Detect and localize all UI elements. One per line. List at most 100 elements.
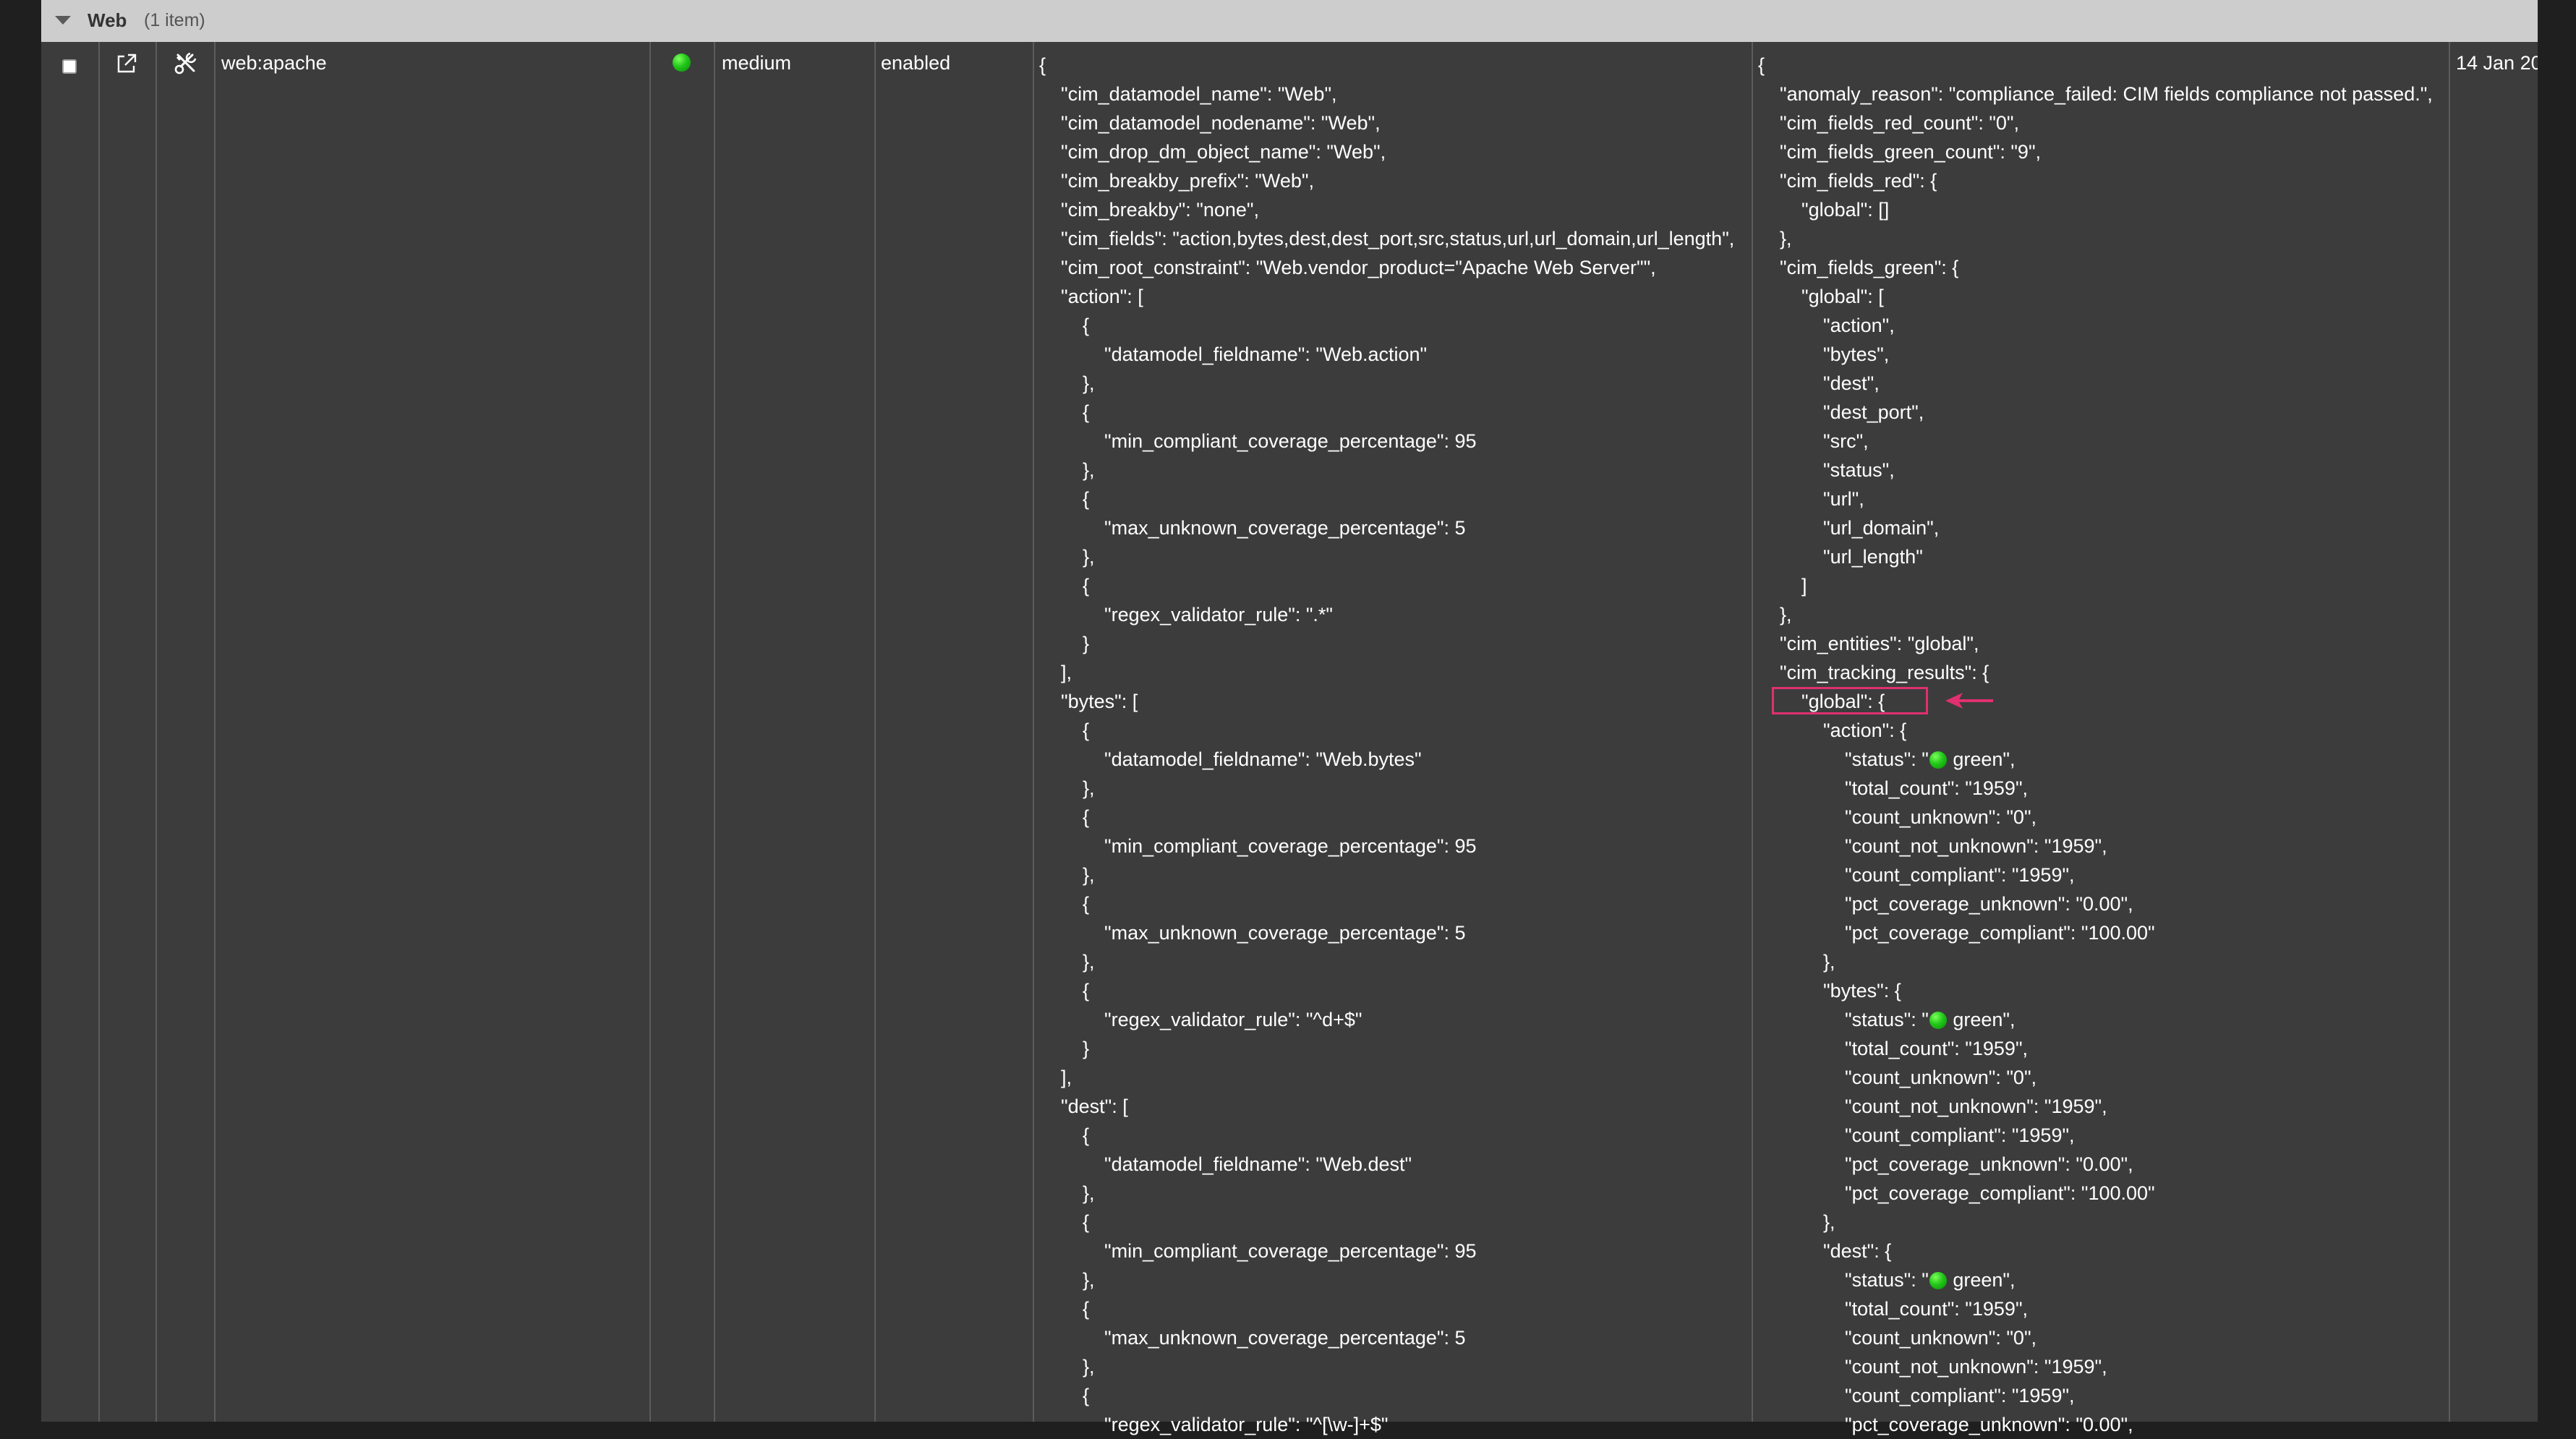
json-line: "max_unknown_coverage_percentage": 5 — [1039, 1327, 1466, 1349]
group-count: (1 item) — [144, 10, 205, 30]
json-line: ], — [1039, 662, 1072, 683]
column-divider — [1752, 42, 1753, 1422]
json-line: "action", — [1758, 315, 1895, 336]
json-line: "count_not_unknown": "1959", — [1758, 1356, 2107, 1378]
json-line: "url", — [1758, 488, 1864, 510]
column-divider — [98, 42, 100, 1422]
json-line: "bytes": [ — [1039, 691, 1138, 712]
json-line: { — [1039, 575, 1090, 597]
json-line: "cim_breakby": "none", — [1039, 199, 1259, 221]
json-line: "global": [ — [1758, 286, 1884, 307]
arrow-left-icon — [1945, 693, 1993, 709]
json-line: }, — [1039, 951, 1095, 973]
green-dot-icon — [1929, 1012, 1947, 1029]
external-link-icon[interactable] — [114, 51, 140, 77]
json-line: "datamodel_fieldname": "Web.dest" — [1039, 1153, 1412, 1175]
column-divider — [649, 42, 651, 1422]
json-line: "cim_breakby_prefix": "Web", — [1039, 170, 1314, 192]
json-line: "cim_fields_red": { — [1758, 170, 1937, 192]
json-line: "action": [ — [1039, 286, 1143, 307]
json-line: }, — [1758, 228, 1792, 249]
priority-value: medium — [722, 52, 792, 74]
row-select-checkbox[interactable] — [62, 59, 77, 74]
json-line: "count_unknown": "0", — [1758, 1067, 2037, 1088]
json-line: }, — [1039, 777, 1095, 799]
json-line: }, — [1039, 1182, 1095, 1204]
json-line: "regex_validator_rule": "^d+$" — [1039, 1009, 1362, 1030]
date-value: 14 Jan 20 — [2456, 52, 2542, 74]
json-line: { — [1039, 893, 1090, 915]
json-line: "max_unknown_coverage_percentage": 5 — [1039, 517, 1466, 539]
json-line: "cim_fields_red_count": "0", — [1758, 112, 2020, 134]
json-line: }, — [1758, 951, 1835, 973]
json-line: { — [1039, 1124, 1090, 1146]
json-line: { — [1039, 1385, 1090, 1406]
tools-icon[interactable] — [172, 51, 198, 77]
json-line: "status", — [1758, 459, 1895, 481]
json-line: "status": " green", — [1758, 748, 2016, 770]
json-line: "cim_datamodel_name": "Web", — [1039, 83, 1337, 105]
json-line: "regex_validator_rule": "^[\w-]+$" — [1039, 1414, 1389, 1435]
chevron-down-icon[interactable] — [55, 16, 71, 25]
json-line: "cim_tracking_results": { — [1758, 662, 1989, 683]
group-header-web[interactable]: Web (1 item) — [41, 0, 2538, 42]
json-line: "datamodel_fieldname": "Web.action" — [1039, 343, 1428, 365]
green-dot-icon — [1929, 751, 1947, 769]
json-line: "cim_root_constraint": "Web.vendor_produ… — [1039, 257, 1656, 278]
json-line: ], — [1039, 1067, 1072, 1088]
json-line: }, — [1039, 1356, 1095, 1378]
json-line: "count_compliant": "1959", — [1758, 1385, 2075, 1406]
page-edge — [2538, 0, 2576, 1422]
json-line: }, — [1039, 459, 1095, 481]
json-line: "pct_coverage_unknown": "0.00", — [1758, 893, 2133, 915]
column-divider — [1033, 42, 1034, 1422]
column-divider — [714, 42, 715, 1422]
json-line: "cim_drop_dm_object_name": "Web", — [1039, 141, 1386, 163]
column-divider — [874, 42, 876, 1422]
json-line: { — [1039, 315, 1090, 336]
json-line: "cim_fields_green": { — [1758, 257, 1959, 278]
json-line: "count_unknown": "0", — [1758, 1327, 2037, 1349]
json-line: "total_count": "1959", — [1758, 1298, 2029, 1320]
json-line: "pct_coverage_unknown": "0.00", — [1758, 1153, 2133, 1175]
json-line: "min_compliant_coverage_percentage": 95 — [1039, 430, 1477, 452]
object-name[interactable]: web:apache — [221, 52, 327, 74]
json-line: "pct_coverage_compliant": "100.00" — [1758, 922, 2155, 944]
json-line: "count_not_unknown": "1959", — [1758, 1096, 2107, 1117]
json-line: "status": " green", — [1758, 1009, 2016, 1030]
column-divider — [2449, 42, 2450, 1422]
json-line: { — [1039, 720, 1090, 741]
json-line: { — [1039, 1211, 1090, 1233]
column-divider — [214, 42, 216, 1422]
json-line: }, — [1758, 604, 1792, 625]
json-line: "dest", — [1758, 372, 1880, 394]
json-line: "cim_fields_green_count": "9", — [1758, 141, 2042, 163]
json-line: "cim_datamodel_nodename": "Web", — [1039, 112, 1381, 134]
json-line: { — [1039, 488, 1090, 510]
json-line: "dest": { — [1758, 1240, 1892, 1262]
json-line: "global": [] — [1758, 199, 1890, 221]
json-line: }, — [1039, 372, 1095, 394]
state-value: enabled — [881, 52, 951, 74]
json-line: }, — [1039, 864, 1095, 886]
json-line: "anomaly_reason": "compliance_failed: CI… — [1758, 83, 2433, 105]
cim-results-json: { "anomaly_reason": "compliance_failed: … — [1758, 51, 2433, 1439]
cim-config-json: { "cim_datamodel_name": "Web", "cim_data… — [1039, 51, 1734, 1439]
json-line: "min_compliant_coverage_percentage": 95 — [1039, 1240, 1477, 1262]
json-line: "count_compliant": "1959", — [1758, 864, 2075, 886]
json-line: "url_length" — [1758, 546, 1923, 568]
json-line: "count_compliant": "1959", — [1758, 1124, 2075, 1146]
json-line: }, — [1758, 1211, 1835, 1233]
json-line: "bytes": { — [1758, 980, 1901, 1002]
json-line: { — [1758, 54, 1765, 76]
json-line: { — [1039, 401, 1090, 423]
json-line: ] — [1758, 575, 1807, 597]
json-line: "bytes", — [1758, 343, 1890, 365]
highlight-box — [1772, 687, 1928, 714]
column-divider — [155, 42, 157, 1422]
json-line: } — [1039, 633, 1090, 654]
json-line: }, — [1039, 1269, 1095, 1291]
group-name: Web — [88, 9, 127, 31]
json-line: "max_unknown_coverage_percentage": 5 — [1039, 922, 1466, 944]
json-line: "cim_fields": "action,bytes,dest,dest_po… — [1039, 228, 1735, 249]
